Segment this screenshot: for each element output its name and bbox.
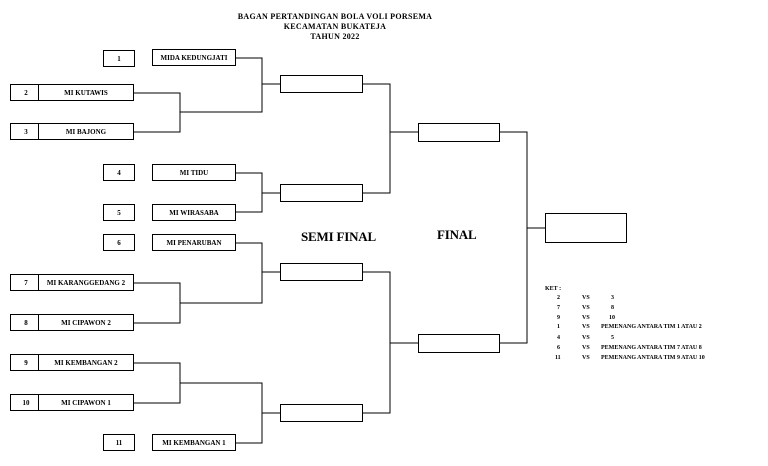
team-number-3: 3: [10, 123, 42, 140]
team-name-1: MIDA KEDUNGJATI: [152, 49, 236, 66]
ket-team-b: PEMENANG ANTARA TIM 1 ATAU 2: [601, 324, 702, 330]
team-name-2: MI KUTAWIS: [38, 84, 134, 101]
team-name-7: MI KARANGGEDANG 2: [38, 274, 134, 291]
ket-vs: VS: [582, 295, 590, 301]
bracket-title-line-1: BAGAN PERTANDINGAN BOLA VOLI PORSEMA: [237, 12, 433, 21]
round2-slot-1: [280, 75, 363, 93]
ket-team-b: 8: [611, 305, 614, 311]
semi-final-label: SEMI FINAL: [301, 229, 376, 244]
ket-team-b: 10: [609, 315, 615, 321]
ket-team-a: 7: [557, 305, 560, 311]
ket-team-a: 2: [557, 295, 560, 301]
ket-team-a: 11: [555, 355, 561, 361]
ket-team-a: 4: [557, 335, 560, 341]
ket-team-b: 5: [611, 335, 614, 341]
team-number-5: 5: [103, 204, 135, 221]
ket-team-a: 1: [557, 324, 560, 330]
ket-team-a: 6: [557, 345, 560, 351]
semi-final-slot-2: [418, 334, 500, 353]
semi-final-slot-1: [418, 123, 500, 142]
team-name-8: MI CIPAWON 2: [38, 314, 134, 331]
ket-vs: VS: [582, 315, 590, 321]
ket-vs: VS: [582, 355, 590, 361]
ket-vs: VS: [582, 305, 590, 311]
round2-slot-3: [280, 263, 363, 281]
ket-vs: VS: [582, 335, 590, 341]
team-name-10: MI CIPAWON 1: [38, 394, 134, 411]
team-number-10: 10: [10, 394, 42, 411]
round2-slot-2: [280, 184, 363, 202]
team-name-9: MI KEMBANGAN 2: [38, 354, 134, 371]
team-number-1: 1: [103, 50, 135, 67]
ket-vs: VS: [582, 345, 590, 351]
team-name-5: MI WIRASABA: [152, 204, 236, 221]
team-name-6: MI PENARUBAN: [152, 234, 236, 251]
team-number-4: 4: [103, 164, 135, 181]
ket-team-a: 9: [557, 315, 560, 321]
team-number-11: 11: [103, 434, 135, 451]
ket-team-b: PEMENANG ANTARA TIM 7 ATAU 8: [601, 345, 702, 351]
champion-slot: [545, 213, 627, 243]
team-name-11: MI KEMBANGAN 1: [152, 434, 236, 451]
final-label: FINAL: [437, 227, 477, 242]
bracket-title-line-2: KECAMATAN BUKATEJA: [283, 22, 387, 31]
team-number-6: 6: [103, 234, 135, 251]
ket-team-b: 3: [611, 295, 614, 301]
round2-slot-4: [280, 404, 363, 422]
ket-title: KET :: [545, 286, 562, 292]
ket-team-b: PEMENANG ANTARA TIM 9 ATAU 10: [601, 355, 705, 361]
ket-vs: VS: [582, 324, 590, 330]
team-name-3: MI BAJONG: [38, 123, 134, 140]
team-name-4: MI TIDU: [152, 164, 236, 181]
bracket-title-line-3: TAHUN 2022: [310, 32, 360, 41]
